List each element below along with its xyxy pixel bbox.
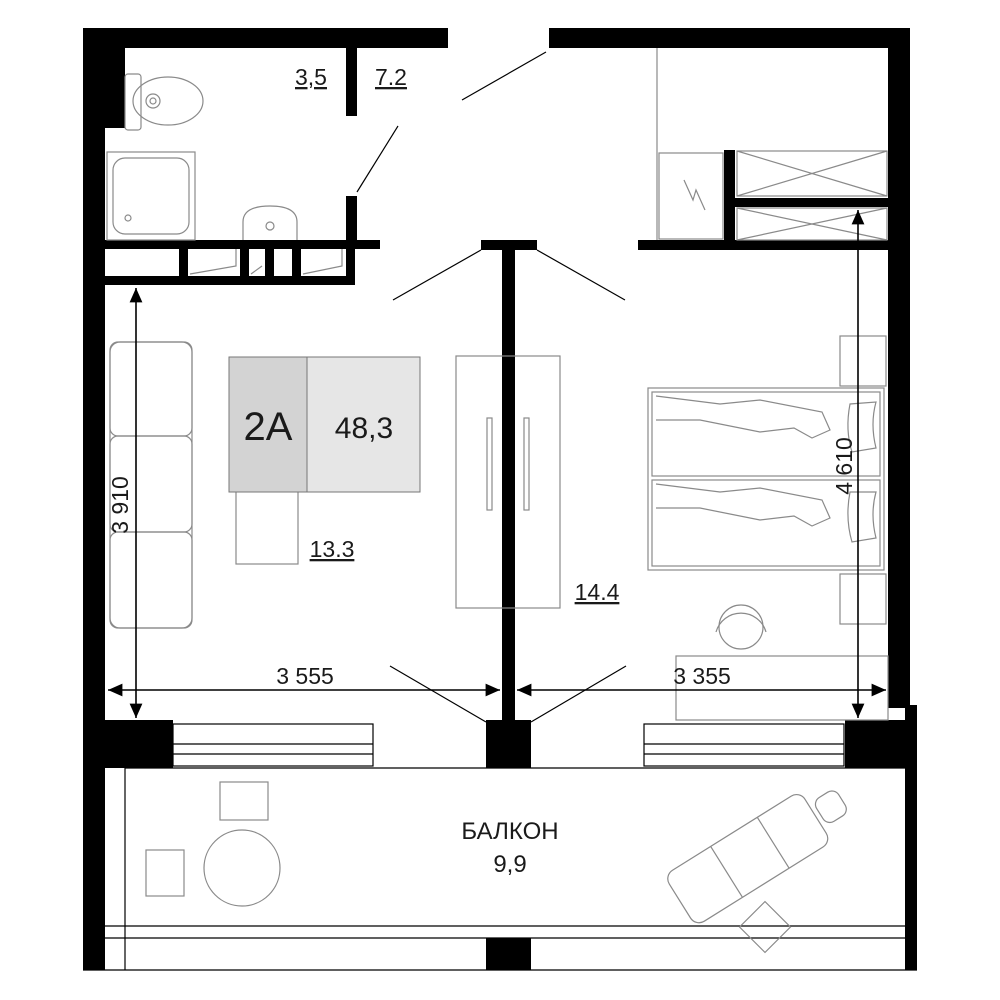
windows	[172, 723, 845, 767]
wardrobe-icon	[455, 355, 561, 609]
dimension-lines	[108, 210, 886, 718]
apartment-total-area: 48,3	[335, 412, 393, 445]
balcony-door-icon	[738, 900, 792, 954]
balcony-name-label: БАЛКОН	[461, 818, 558, 845]
walls	[83, 28, 917, 970]
balcony-outline	[83, 767, 917, 971]
living-area-label: 13.3	[310, 536, 355, 562]
nightstand-bottom-icon	[839, 573, 887, 625]
living-depth-dimension: 3 910	[107, 476, 133, 534]
bed-icon	[647, 387, 885, 571]
hallway-area-label: 7.2	[375, 64, 407, 90]
bathroom-area-label: 3,5	[295, 64, 327, 90]
wardrobe-hall	[656, 48, 888, 241]
sofa-icon	[109, 341, 193, 629]
apartment-type-label: 2А	[244, 405, 293, 449]
apartment-label	[228, 356, 421, 493]
bedroom-width-dimension: 3 355	[673, 663, 731, 689]
sink-icon	[242, 205, 298, 240]
coffee-table-icon	[235, 489, 299, 565]
nightstand-top-icon	[839, 335, 887, 387]
utility-niches	[189, 249, 343, 275]
balcony-area-label: 9,9	[493, 851, 526, 878]
toilet-icon	[124, 73, 204, 131]
living-width-dimension: 3 555	[276, 663, 334, 689]
balcony-table-set-icon	[145, 781, 281, 907]
bedroom-depth-dimension: 4 610	[831, 437, 857, 495]
bedroom-area-label: 14.4	[575, 579, 620, 605]
shower-tray-icon	[106, 151, 196, 241]
lounge-chair-icon	[667, 790, 847, 924]
